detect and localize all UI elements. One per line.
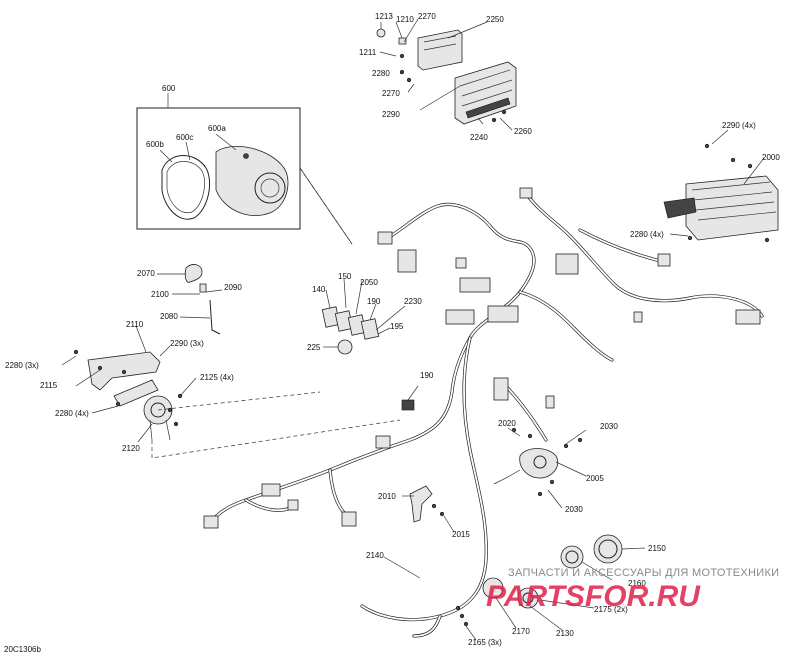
callout-2030-upper: 2030 <box>600 422 618 431</box>
callout-2290-top: 2290 <box>382 110 400 119</box>
callout-600c: 600c <box>176 133 193 142</box>
callout-2005: 2005 <box>586 474 604 483</box>
callout-225: 225 <box>307 343 321 352</box>
callout-600a: 600a <box>208 124 226 133</box>
callout-1210: 1210 <box>396 15 414 24</box>
callout-2030-lower: 2030 <box>565 505 583 514</box>
callout-195: 195 <box>390 322 404 331</box>
callout-2110: 2110 <box>126 320 144 329</box>
callout-600b: 600b <box>146 140 164 149</box>
callout-2230: 2230 <box>404 297 422 306</box>
callout-2050: 2050 <box>360 278 378 287</box>
callout-2165-3x: 2165 (3x) <box>468 638 502 647</box>
callout-2175-2x: 2175 (2x) <box>594 605 628 614</box>
callout-150: 150 <box>338 272 352 281</box>
leader-lines <box>61 18 765 641</box>
callout-2270-top: 2270 <box>418 12 436 21</box>
callout-2130: 2130 <box>556 629 574 638</box>
throttle-bracket-assembly <box>73 264 401 459</box>
callout-2010: 2010 <box>378 492 396 501</box>
sensor-assembly <box>493 427 583 497</box>
callout-2280-top: 2280 <box>372 69 390 78</box>
callout-2250: 2250 <box>486 15 504 24</box>
callout-2160: 2160 <box>628 579 646 588</box>
callout-1211: 1211 <box>359 48 377 57</box>
probe-sensor-assembly <box>409 485 445 523</box>
callout-2150: 2150 <box>648 544 666 553</box>
callout-2140: 2140 <box>366 551 384 560</box>
control-module-assembly <box>376 28 517 125</box>
callout-2290-4x: 2290 (4x) <box>722 121 756 130</box>
gauge-cluster-assembly <box>136 107 353 245</box>
watermark-tagline: ЗАПЧАСТИ И АКСЕССУАРЫ ДЛЯ МОТОТЕХНИКИ <box>508 567 779 579</box>
callout-140: 140 <box>312 285 326 294</box>
callout-2120: 2120 <box>122 444 140 453</box>
callout-2280-4x-right: 2280 (4x) <box>630 230 664 239</box>
callout-2070: 2070 <box>137 269 155 278</box>
callout-2270-mid: 2270 <box>382 89 400 98</box>
callout-2090: 2090 <box>224 283 242 292</box>
callout-2100: 2100 <box>151 290 169 299</box>
callout-2290-3x: 2290 (3x) <box>170 339 204 348</box>
callout-2125-4x: 2125 (4x) <box>200 373 234 382</box>
callout-2280-3x: 2280 (3x) <box>5 361 39 370</box>
diagram-id: 20C1306b <box>4 645 41 654</box>
watermark: ЗАПЧАСТИ И АКСЕССУАРЫ ДЛЯ МОТОТЕХНИКИ PA… <box>486 567 779 613</box>
relay-fuse-group <box>321 306 415 411</box>
callout-190-upper: 190 <box>367 297 381 306</box>
callout-2170: 2170 <box>512 627 530 636</box>
callout-600: 600 <box>162 84 176 93</box>
callout-190-lower: 190 <box>420 371 434 380</box>
watermark-logo: PARTSFOR.RU <box>486 580 701 613</box>
callout-2260: 2260 <box>514 127 532 136</box>
battery-module-assembly <box>663 143 779 243</box>
callout-2020: 2020 <box>498 419 516 428</box>
callout-2015: 2015 <box>452 530 470 539</box>
bottom-cap-parts <box>455 534 623 627</box>
callout-2240: 2240 <box>470 133 488 142</box>
main-wiring-harness <box>203 187 764 638</box>
callout-2280-4x-left: 2280 (4x) <box>55 409 89 418</box>
callout-2000: 2000 <box>762 153 780 162</box>
callout-2115: 2115 <box>40 381 58 390</box>
callout-2080: 2080 <box>160 312 178 321</box>
callout-labels: 1213 1210 2270 2250 1211 2280 2270 2290 … <box>4 12 780 654</box>
callout-1213: 1213 <box>375 12 393 21</box>
